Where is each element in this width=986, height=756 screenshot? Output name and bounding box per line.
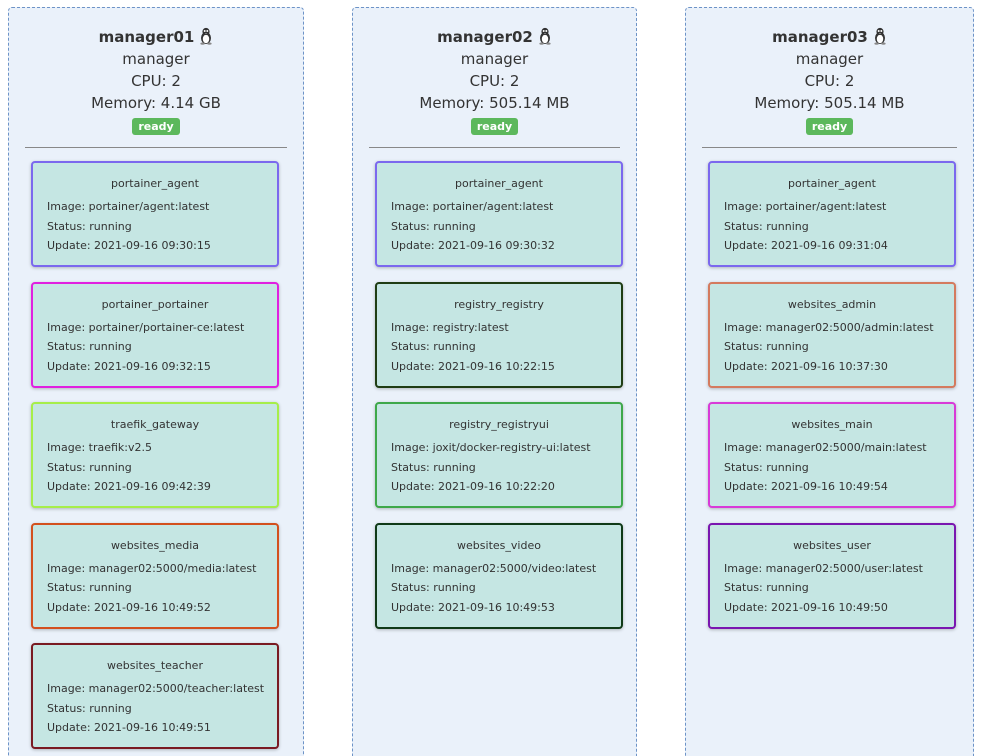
service-name: websites_main (791, 418, 873, 431)
service-image: Image: manager02:5000/main:latest (724, 441, 927, 454)
node-divider (25, 147, 287, 148)
node-name-text: manager02 (437, 28, 533, 46)
service-image: Image: manager02:5000/media:latest (47, 561, 257, 575)
service-update: Update: 2021-09-16 10:49:53 (391, 600, 555, 614)
status-badge: ready (805, 118, 854, 135)
service-image: Image: manager02:5000/user:latest (724, 561, 923, 575)
service-name: registry_registry (454, 297, 544, 311)
service-image: Image: joxit/docker-registry-ui:latest (391, 441, 591, 454)
status-badge: ready (132, 118, 180, 135)
node-name-text: manager01 (98, 28, 195, 46)
service-image: Image: traefik:v2.5 (47, 441, 153, 454)
service-status: Status: running (391, 460, 476, 474)
service-update: Update: 2021-09-16 10:49:52 (47, 600, 211, 614)
service-status: Status: running (724, 581, 809, 594)
service-update: Update: 2021-09-16 10:49:54 (724, 480, 888, 493)
service-status: Status: running (391, 581, 476, 594)
node-cpu: CPU: 2 (804, 72, 855, 90)
service-update: Update: 2021-09-16 10:37:30 (724, 359, 888, 373)
service-status: Status: running (47, 340, 132, 353)
service-status: Status: running (47, 219, 132, 233)
service-status: Status: running (47, 460, 132, 474)
service-name: portainer_portainer (101, 297, 209, 311)
service-update: Update: 2021-09-16 10:49:50 (724, 600, 888, 614)
linux-tux-icon (873, 27, 887, 45)
service-name: websites_user (793, 538, 871, 552)
service-update: Update: 2021-09-16 10:22:20 (391, 480, 555, 493)
node-memory: Memory: 505.14 MB (754, 94, 905, 112)
linux-tux-icon (199, 27, 213, 45)
service-image: Image: portainer/agent:latest (47, 200, 210, 213)
service-update: Update: 2021-09-16 09:31:04 (724, 239, 888, 252)
node-name: manager02 (353, 26, 636, 48)
node-role: manager (795, 50, 864, 68)
service-status: Status: running (391, 340, 476, 353)
service-image: Image: portainer/agent:latest (724, 200, 887, 213)
node-name: manager03 (686, 26, 973, 48)
service-image: Image: portainer/agent:latest (391, 200, 554, 213)
node-divider (369, 147, 620, 148)
service-name: portainer_agent (111, 177, 199, 190)
service-image: Image: registry:latest (391, 320, 509, 334)
node-divider (702, 147, 957, 148)
node-name-text: manager03 (772, 28, 868, 46)
service-image: Image: manager02:5000/admin:latest (724, 320, 934, 334)
node-memory: Memory: 4.14 GB (91, 94, 221, 112)
service-name: websites_teacher (107, 659, 203, 672)
service-update: Update: 2021-09-16 09:42:39 (47, 480, 211, 493)
node-name: manager01 (9, 26, 303, 48)
service-status: Status: running (47, 581, 132, 594)
service-name: portainer_agent (788, 177, 876, 190)
service-name: websites_admin (787, 297, 877, 311)
service-update: Update: 2021-09-16 09:30:32 (391, 239, 555, 252)
service-name: portainer_agent (455, 177, 543, 190)
service-image: Image: portainer/portainer-ce:latest (47, 320, 245, 334)
node-memory: Memory: 505.14 MB (419, 94, 570, 112)
service-name: websites_video (457, 538, 541, 552)
service-status: Status: running (47, 701, 132, 715)
service-update: Update: 2021-09-16 09:30:15 (47, 239, 211, 252)
status-badge: ready (470, 118, 519, 135)
service-name: traefik_gateway (110, 418, 200, 431)
service-name: websites_media (110, 538, 200, 552)
service-image: Image: manager02:5000/video:latest (391, 561, 597, 575)
service-update: Update: 2021-09-16 09:32:15 (47, 359, 211, 373)
service-name: registry_registryui (449, 418, 549, 431)
service-status: Status: running (724, 460, 809, 474)
node-role: manager (460, 50, 529, 68)
service-image: Image: manager02:5000/teacher:latest (47, 682, 265, 695)
node-cpu: CPU: 2 (469, 72, 520, 90)
linux-tux-icon (538, 27, 552, 45)
service-update: Update: 2021-09-16 10:22:15 (391, 359, 555, 373)
service-update: Update: 2021-09-16 10:49:51 (47, 721, 211, 734)
service-status: Status: running (724, 340, 809, 353)
service-status: Status: running (724, 219, 809, 233)
service-status: Status: running (391, 219, 476, 233)
node-cpu: CPU: 2 (131, 72, 181, 90)
node-role: manager (122, 50, 190, 68)
